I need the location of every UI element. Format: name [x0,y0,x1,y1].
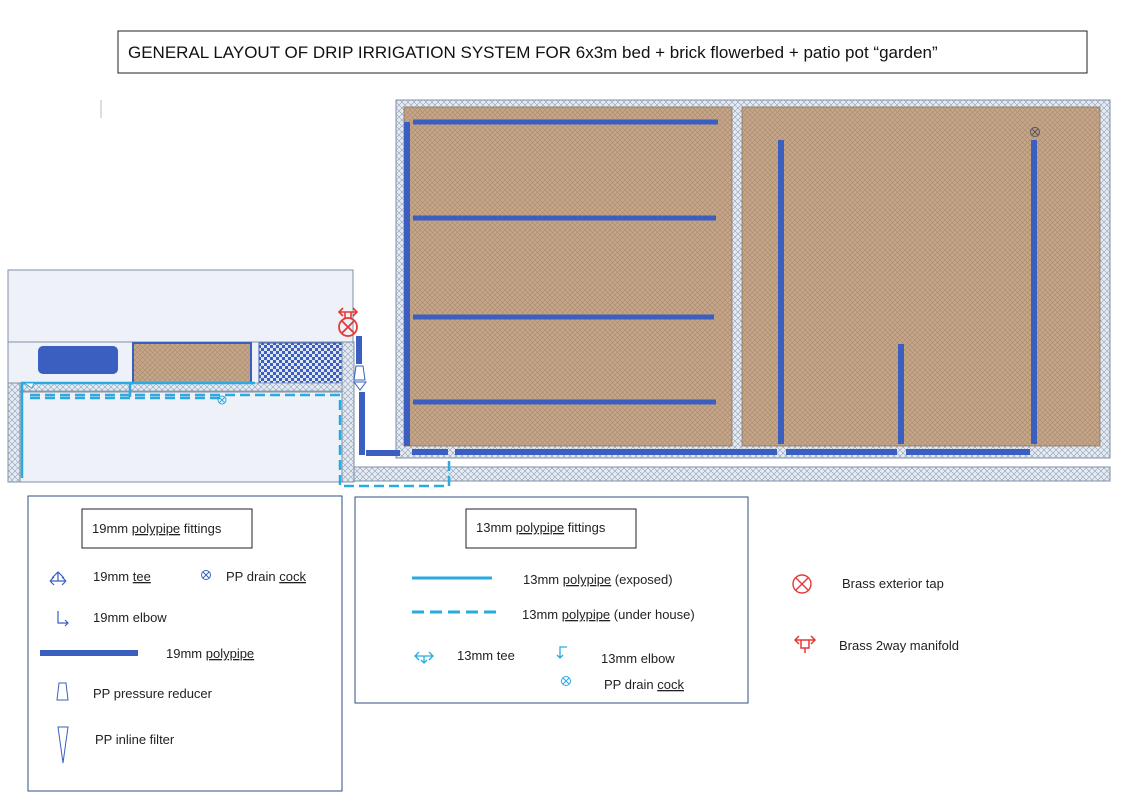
riser-inline-filter-icon [353,381,367,391]
legend19-reducer: PP pressure reducer [93,686,213,701]
legend19-drain: PP drain cock [226,569,306,584]
legend19-heading: 19mm polypipe fittings [92,521,222,536]
bed-19mm-pipes [356,119,1037,456]
legend-13mm: 13mm polypipe fittings 13mm polypipe (ex… [354,496,749,704]
legend19-filter: PP inline filter [95,732,175,747]
legend19-pipe: 19mm polypipe [166,646,254,661]
house-drain-cock-icon [217,395,227,405]
elbow-icon [57,611,69,627]
bed-drain-cock-icon [1030,127,1040,137]
legend13-exposed: 13mm polypipe (exposed) [523,572,673,587]
riser-pressure-reducer-icon [353,365,366,381]
polypipe-19mm-icon [40,650,138,656]
legend-misc: Brass exterior tap Brass 2way manifold [792,574,959,653]
patio-pot [38,346,118,374]
patio-tiles [258,342,346,391]
raised-bed [395,99,1111,459]
legend13-tee: 13mm tee [457,648,515,663]
diagram-title: GENERAL LAYOUT OF DRIP IRRIGATION SYSTEM… [128,43,938,62]
inline-filter-icon [57,726,69,764]
legend13-drain: PP drain cock [604,677,684,692]
tee-13mm-icon [414,651,434,664]
house [7,269,355,483]
legend19-elbow: 19mm elbow [93,610,167,625]
exterior-tap-and-manifold [337,307,359,337]
legend-tap: Brass exterior tap [842,576,944,591]
drain-cock-13mm-icon [561,676,571,686]
legend19-tee: 19mm tee [93,569,151,584]
pressure-reducer-icon [56,682,69,701]
legend13-under: 13mm polypipe (under house) [522,607,695,622]
legend13-elbow: 13mm elbow [601,651,675,666]
legend13-heading: 13mm polypipe fittings [476,520,606,535]
drain-cock-icon [201,570,211,580]
brick-flowerbed [132,342,252,385]
legend-19mm: 19mm polypipe fittings 19mm tee PP drain… [27,495,343,792]
exterior-tap-icon [792,574,812,594]
tee-icon [49,571,67,586]
manifold-icon [793,635,817,653]
legend-manifold: Brass 2way manifold [839,638,959,653]
title-box: GENERAL LAYOUT OF DRIP IRRIGATION SYSTEM… [117,30,1088,74]
brick-path [353,466,1111,482]
elbow-13mm-icon [556,646,567,659]
house-13mm-underground-pipes [30,393,451,488]
